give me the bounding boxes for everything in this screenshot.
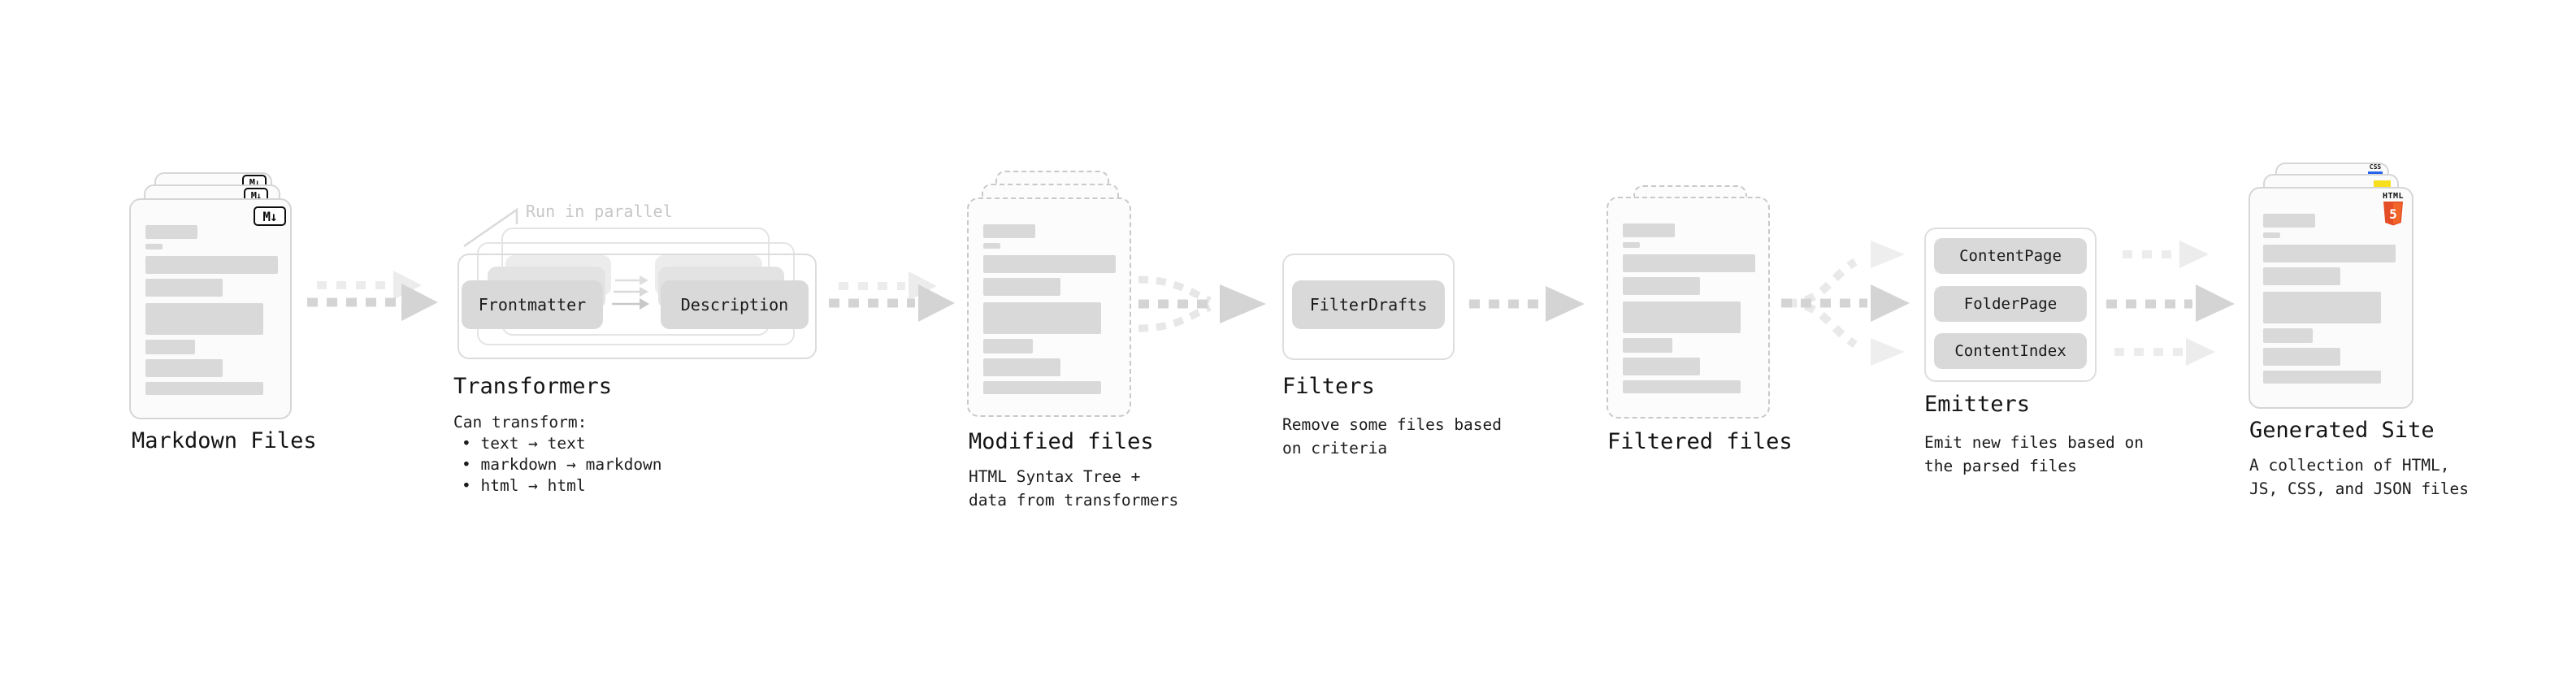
skeleton-bar — [1623, 223, 1675, 237]
markdown-icon: M↓ — [254, 206, 286, 226]
skeleton-bar — [145, 244, 163, 249]
bullet-item: • markdown → markdown — [462, 455, 662, 474]
emitter-pill-contentpage: ContentPage — [1934, 238, 2087, 274]
skeleton-bar — [145, 303, 263, 335]
skeleton-bar — [1623, 254, 1755, 272]
emitter-pill-contentindex: ContentIndex — [1934, 333, 2087, 369]
doc-skeleton — [1623, 198, 1761, 417]
arrows-emitters-to-generated — [2106, 241, 2235, 366]
stage-subtitle-generated-site: A collection of HTML, JS, CSS, and JSON … — [2249, 456, 2470, 498]
skeleton-bar — [983, 278, 1060, 296]
stage-subtitle-emitters: Emit new files based on the parsed files — [1924, 433, 2144, 475]
skeleton-bar — [2263, 292, 2381, 323]
skeleton-bar — [983, 224, 1035, 238]
document-card — [1607, 197, 1770, 419]
run-in-parallel-label: Run in parallel — [526, 202, 673, 221]
stage-title-transformers: Transformers — [453, 374, 613, 399]
skeleton-bar — [2263, 328, 2313, 343]
doc-skeleton — [2263, 189, 2401, 407]
skeleton-bar — [145, 279, 223, 297]
javascript-icon — [2374, 180, 2391, 188]
skeleton-bar — [2263, 267, 2340, 285]
skeleton-bar — [145, 256, 278, 274]
skeleton-bar — [983, 302, 1101, 334]
skeleton-bar — [1623, 242, 1640, 248]
doc-skeleton — [983, 199, 1121, 415]
skeleton-bar — [145, 340, 195, 354]
skeleton-bar — [983, 358, 1060, 376]
css-icon: CSS — [2368, 164, 2383, 175]
transformer-pill-description: Description — [661, 280, 809, 329]
skeleton-bar — [1623, 338, 1672, 353]
note-bullets: • text → text • markdown → markdown • ht… — [453, 433, 662, 497]
skeleton-bar — [1623, 277, 1700, 295]
skeleton-bar — [983, 243, 1000, 249]
skeleton-bar — [983, 339, 1033, 354]
skeleton-bar — [1623, 380, 1741, 393]
stage-title-generated-site: Generated Site — [2249, 418, 2435, 443]
skeleton-bar — [145, 225, 197, 239]
transformer-pill-frontmatter: Frontmatter — [462, 280, 603, 329]
stage-title-filtered-files: Filtered files — [1607, 429, 1793, 454]
skeleton-bar — [2263, 348, 2340, 366]
document-card — [2249, 187, 2413, 409]
bullet-item: • text → text — [462, 434, 586, 453]
bullet-item: • html → html — [462, 476, 586, 495]
stage-title-emitters: Emitters — [1924, 392, 2031, 417]
filter-pill-filterdrafts: FilterDrafts — [1292, 280, 1445, 329]
arrow-markdown-to-transformers — [307, 271, 438, 321]
note-heading: Can transform: — [453, 413, 588, 432]
svg-text:5: 5 — [2389, 206, 2397, 222]
skeleton-bar — [145, 359, 223, 377]
skeleton-bar — [983, 381, 1101, 394]
transformer-layer — [458, 254, 817, 359]
doc-skeleton — [145, 200, 284, 418]
skeleton-bar — [1623, 358, 1700, 375]
skeleton-bar — [2263, 371, 2381, 384]
emitter-pill-folderpage: FolderPage — [1934, 286, 2087, 322]
transformers-note: Can transform: • text → text • markdown … — [453, 412, 662, 497]
document-card — [129, 198, 292, 419]
html5-icon: HTML 5 — [2382, 193, 2405, 226]
arrow-fanout-filtered-to-emitters — [1781, 241, 1910, 366]
skeleton-bar — [145, 382, 263, 395]
stage-subtitle-modified-files: HTML Syntax Tree + data from transformer… — [969, 467, 1179, 510]
skeleton-bar — [983, 255, 1116, 273]
arrow-transformers-to-modified — [829, 271, 955, 322]
skeleton-bar — [2263, 214, 2315, 228]
skeleton-bar — [2263, 245, 2396, 262]
arrow-merge-modified-to-filters — [1138, 275, 1266, 332]
arrow-filters-to-filtered — [1469, 286, 1585, 322]
stage-subtitle-filters: Remove some files based on criteria — [1282, 415, 1503, 458]
skeleton-bar — [2263, 232, 2280, 238]
stage-title-filters: Filters — [1282, 374, 1375, 399]
stage-title-modified-files: Modified files — [969, 429, 1154, 454]
skeleton-bar — [1623, 301, 1741, 333]
document-card — [967, 197, 1131, 417]
stage-title-markdown-files: Markdown Files — [132, 428, 317, 453]
